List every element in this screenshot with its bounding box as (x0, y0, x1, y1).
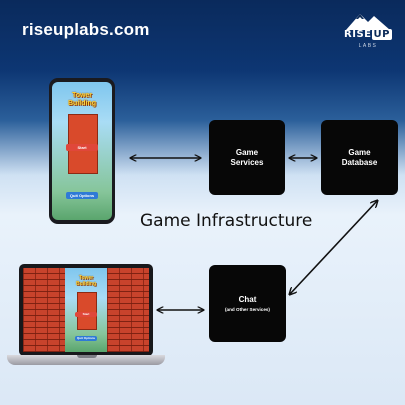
laptop-brick-screen: Tower Building Start Quit Options (23, 268, 149, 352)
laptop-start-button[interactable]: Start (75, 312, 97, 317)
brand-url[interactable]: riseuplabs.com (22, 20, 150, 39)
node-game-services-label: Game Services (230, 147, 264, 167)
laptop-tower-illustration (77, 292, 97, 330)
game-title-line1: Tower (71, 92, 93, 99)
node-game-services[interactable]: Game Services (209, 120, 285, 195)
laptop-game-title-line1: Tower (78, 275, 94, 281)
phone-game-screen: Tower Building Start Quit Options (52, 82, 112, 220)
laptop-quit-button[interactable]: Quit Options (75, 336, 97, 341)
node-chat-sublabel: (and Other Services) (225, 306, 270, 312)
laptop-notch (77, 355, 97, 358)
node-game-database[interactable]: Game Database (321, 120, 398, 195)
node-chat-label: Chat (238, 294, 257, 304)
logo-word-rise: RISE (344, 29, 372, 40)
logo-word-up: UP (371, 29, 392, 40)
node-game-database-label: Game Database (341, 147, 378, 167)
diagram-title: Game Infrastructure (140, 211, 313, 231)
arrow-database-to-chat (290, 201, 377, 294)
laptop-game-view: Tower Building Start Quit Options (65, 268, 107, 352)
laptop-device: Tower Building Start Quit Options (19, 264, 153, 356)
start-button[interactable]: Start (66, 144, 98, 151)
node-chat[interactable]: Chat (and Other Services) (209, 265, 286, 342)
logo-subtext: LABS (358, 43, 378, 49)
laptop-base (7, 355, 165, 365)
game-title-line2: Building (68, 100, 96, 107)
laptop-game-title-line2: Building (76, 281, 96, 287)
mobile-device: Tower Building Start Quit Options (49, 78, 115, 224)
mountain-icon (346, 14, 390, 30)
quit-button[interactable]: Quit Options (66, 192, 98, 199)
